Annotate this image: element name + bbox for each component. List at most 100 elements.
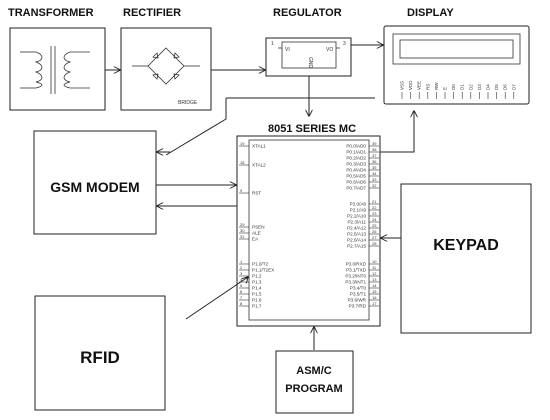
- regulator-label: REGULATOR: [273, 7, 342, 19]
- mc-left-pin-number: 19: [240, 141, 245, 146]
- mc-right-pin-number: 25: [372, 223, 377, 228]
- mc-right-pin-name: P0.4/AD4: [346, 168, 366, 173]
- mc-right-pin-number: 23: [372, 211, 377, 216]
- mc-right-pin-name: P0.3/AD3: [346, 162, 366, 167]
- mc-right-pin-name: P2.2/A10: [347, 214, 366, 219]
- mc-right-pin-name: P2.0/A8: [350, 202, 367, 207]
- mc-title: 8051 SERIES MC: [268, 123, 356, 135]
- mc-right-pin-name: P3.1/TXD: [346, 268, 367, 273]
- display-pin-label: VSS: [400, 81, 405, 90]
- connection-lines: [105, 45, 414, 350]
- mc-left-pin-name: EA: [252, 237, 259, 242]
- program-label-line1: ASM/C: [296, 365, 332, 377]
- mc-right-pin-number: 39: [372, 141, 377, 146]
- display-pin-label: D6: [503, 84, 508, 90]
- keypad-label: KEYPAD: [433, 237, 499, 254]
- mc-left-pin-number: 31: [240, 234, 245, 239]
- mc-left-pin-name: P1.2: [252, 274, 262, 279]
- reg-vo-label: VO: [326, 47, 333, 53]
- mc-right-pin-number: 16: [372, 295, 377, 300]
- mc-left-pin-number: 30: [240, 228, 245, 233]
- mc-left-pin-number: 2: [240, 265, 243, 270]
- mc-left-pin-number: 9: [240, 188, 243, 193]
- keypad-block: KEYPAD: [400, 183, 532, 334]
- mc-right-pin-number: 27: [372, 235, 377, 240]
- mc-left-pin-name: RST: [252, 191, 261, 196]
- gsm-modem-block: GSM MODEM: [33, 130, 157, 235]
- mc-right-pin-number: 37: [372, 153, 377, 158]
- display-pin-label: D0: [451, 84, 456, 90]
- display-pin-label: D7: [511, 84, 516, 90]
- transformer-symbol-icon: [20, 46, 90, 94]
- mc-right-pin-number: 10: [372, 259, 377, 264]
- rfid-label: RFID: [80, 348, 120, 367]
- mc-left-pin-name: P1.7: [252, 304, 262, 309]
- display-pin-label: VEE: [417, 81, 422, 90]
- mc-right-pin-number: 17: [372, 301, 377, 306]
- mc-right-pin-number: 13: [372, 277, 377, 282]
- transformer-label: TRANSFORMER: [8, 7, 94, 19]
- mc-right-pin-number: 28: [372, 241, 377, 246]
- power-to-gsm-line: [165, 98, 227, 156]
- mc-left-pin-number: 6: [240, 289, 243, 294]
- display-pin-label: D4: [486, 84, 491, 90]
- rectifier-block: BRIDGE: [120, 27, 212, 111]
- rfid-to-mc-arrow: [246, 277, 248, 279]
- mc-right-pin-name: P3.7/RD: [349, 304, 367, 309]
- mc-right-pin-number: 11: [372, 265, 377, 270]
- program-label-line2: PROGRAM: [285, 383, 342, 395]
- reg-pin3-num: 3: [343, 41, 346, 47]
- display-pin-label: E: [443, 87, 448, 90]
- rectifier-label: RECTIFIER: [123, 7, 181, 19]
- mc-left-pin-name: P1.0/T2: [252, 262, 269, 267]
- mc-right-pin-number: 34: [372, 171, 377, 176]
- display-pin-label: VDD: [408, 80, 413, 90]
- mc-right-pin-name: P0.1/AD1: [346, 150, 366, 155]
- mc-right-pin-name: P3.4/T0: [350, 286, 367, 291]
- rfid-to-mc-line: [185, 276, 249, 320]
- mc-right-pin-name: P3.5/T1: [350, 292, 367, 297]
- bridge-label: BRIDGE: [178, 100, 198, 106]
- mc-left-pin-number: 18: [240, 160, 245, 165]
- mc-left-pin-number: 29: [240, 222, 245, 227]
- mc-left-pin-name: P1.3: [252, 280, 262, 285]
- mc-left-pin-name: P1.1/T2EX: [252, 268, 274, 273]
- lcd-screen: [392, 33, 521, 65]
- mc-left-pin-number: 5: [240, 283, 243, 288]
- mc-right-pin-number: 14: [372, 283, 377, 288]
- mc-left-pin-number: 8: [240, 301, 243, 306]
- mc-right-pin-number: 15: [372, 289, 377, 294]
- mc-right-pin-name: P2.7/A15: [347, 244, 366, 249]
- mc-right-pin-name: P3.0/RXD: [346, 262, 367, 267]
- mc-left-pin-name: P1.4: [252, 286, 262, 291]
- mc-left-pin-name: XTAL2: [252, 163, 266, 168]
- mc-right-pin-number: 22: [372, 205, 377, 210]
- transformer-block: [9, 27, 106, 111]
- mc-left-pin-name: XTAL1: [252, 144, 266, 149]
- mc-right-pin-number: 21: [372, 199, 377, 204]
- rfid-block: RFID: [34, 295, 166, 411]
- display-pin-label: D3: [477, 84, 482, 90]
- mc-right-pin-number: 35: [372, 165, 377, 170]
- display-pin-label: RW: [434, 82, 439, 90]
- display-pin-label: D2: [468, 84, 473, 90]
- mc-right-pin-number: 36: [372, 159, 377, 164]
- mc-right-pin-number: 26: [372, 229, 377, 234]
- mc-left-pin-number: 3: [240, 271, 243, 276]
- mc-right-pin-name: P2.4/A12: [347, 226, 366, 231]
- gsm-label: GSM MODEM: [50, 179, 139, 195]
- mc-right-pin-name: P3.3/INT1: [345, 280, 366, 285]
- reg-pin1-num: 1: [271, 41, 274, 47]
- mc-left-pin-number: 7: [240, 295, 243, 300]
- mc-right-pin-number: 12: [372, 271, 377, 276]
- mc-left-pin-name: ALE: [252, 231, 261, 236]
- mc-left-pin-name: PSEN: [252, 225, 265, 230]
- mc-right-pin-number: 33: [372, 177, 377, 182]
- mc-right-pin-name: P0.6/AD6: [346, 180, 366, 185]
- mc-right-pin-name: P2.5/A13: [347, 232, 366, 237]
- mc-right-pin-name: P0.0/AD0: [346, 144, 366, 149]
